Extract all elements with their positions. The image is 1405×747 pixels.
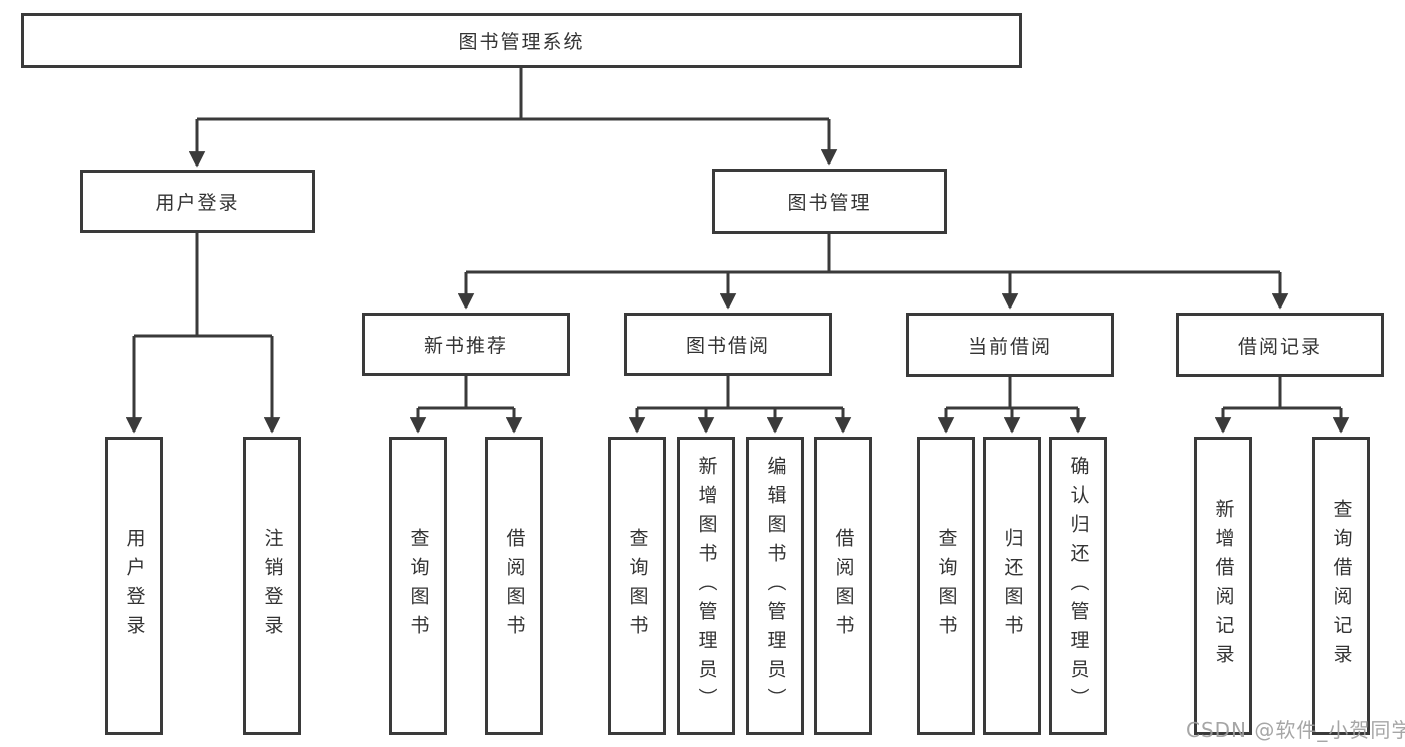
leaf-label: 借阅图书 [832, 528, 855, 644]
leaf-bb-query-books: 查询图书 [608, 437, 666, 735]
node-book-borrowing: 图书借阅 [624, 313, 832, 376]
leaf-label: 注销登录 [261, 528, 284, 644]
leaf-bb-borrow-books: 借阅图书 [814, 437, 872, 735]
leaf-label: 新增图书（管理员） [695, 455, 718, 717]
leaf-label: 新增借阅记录 [1212, 499, 1235, 673]
leaf-label: 归还图书 [1001, 528, 1024, 644]
leaf-cb-confirm-return-admin: 确认归还（管理员） [1049, 437, 1107, 735]
leaf-cb-return-books: 归还图书 [983, 437, 1041, 735]
leaf-label: 查询图书 [935, 528, 958, 644]
leaf-br-query-record: 查询借阅记录 [1312, 437, 1370, 735]
node-user-login: 用户登录 [80, 170, 315, 233]
leaf-nb-borrow-books: 借阅图书 [485, 437, 543, 735]
node-new-book-recommend: 新书推荐 [362, 313, 570, 376]
node-root-system: 图书管理系统 [21, 13, 1022, 68]
node-book-management: 图书管理 [712, 169, 947, 234]
leaf-label: 确认归还（管理员） [1067, 455, 1090, 717]
leaf-label: 用户登录 [123, 528, 146, 644]
leaf-label: 借阅图书 [503, 528, 526, 644]
leaf-cb-query-books: 查询图书 [917, 437, 975, 735]
leaf-nb-query-books: 查询图书 [389, 437, 447, 735]
leaf-label: 查询图书 [626, 528, 649, 644]
leaf-label: 查询借阅记录 [1330, 499, 1353, 673]
leaf-br-add-record: 新增借阅记录 [1194, 437, 1252, 735]
leaf-bb-add-books-admin: 新增图书（管理员） [677, 437, 735, 735]
leaf-logout: 注销登录 [243, 437, 301, 735]
csdn-watermark: CSDN @软件_小贺同学 [1186, 718, 1405, 742]
leaf-bb-edit-books-admin: 编辑图书（管理员） [746, 437, 804, 735]
leaf-user-login: 用户登录 [105, 437, 163, 735]
leaf-label: 查询图书 [407, 528, 430, 644]
node-current-borrowing: 当前借阅 [906, 313, 1114, 377]
node-borrowing-records: 借阅记录 [1176, 313, 1384, 377]
leaf-label: 编辑图书（管理员） [764, 455, 787, 717]
